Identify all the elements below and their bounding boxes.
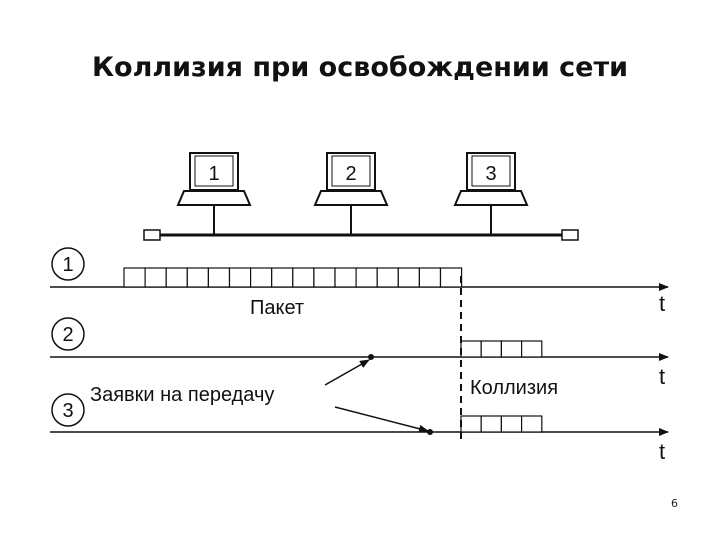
frame-cell: [397, 267, 420, 288]
frame-cell: [376, 267, 399, 288]
timeline-2-badge: [51, 317, 85, 351]
request-dot-3: [427, 429, 433, 435]
collision-frame-3: [460, 415, 543, 433]
frame-cell: [355, 267, 378, 288]
packet-label: Пакет: [250, 297, 304, 319]
time-axis-3-label: t: [659, 439, 665, 464]
frame-cell: [418, 267, 442, 288]
frame-cell: [500, 340, 523, 358]
computer-2-label: 2: [345, 163, 356, 185]
frame-cell: [123, 267, 146, 288]
collision-frame-2: [460, 340, 543, 358]
frame-cell: [500, 415, 523, 433]
computer-1-label: 1: [208, 163, 219, 185]
keyboard-icon: [176, 190, 252, 206]
computer-2: 2: [313, 152, 389, 235]
page-number: 6: [671, 497, 678, 510]
timeline-3-badge: [51, 393, 85, 427]
keyboard-icon: [453, 190, 529, 206]
timeline-2: 2 t: [50, 317, 669, 389]
frame-cell: [144, 267, 167, 288]
frame-cell: [520, 415, 543, 433]
bus-terminator-right: [561, 229, 579, 241]
computer-1: 1: [176, 152, 252, 235]
frame-cell: [207, 267, 231, 288]
frame-cell: [250, 267, 273, 288]
request-arrow-3: [334, 406, 429, 433]
frame-cell: [480, 340, 503, 358]
computer-3-label: 3: [485, 163, 496, 185]
request-dot-2: [368, 354, 374, 360]
time-axis-1-label: t: [659, 291, 665, 316]
time-axis-2-label: t: [659, 364, 665, 389]
timeline-1-label: 1: [62, 254, 73, 276]
frame-cell: [186, 267, 210, 288]
frame-cell: [520, 340, 543, 358]
frame-cell: [480, 415, 503, 433]
request-arrow-2: [324, 359, 370, 386]
requests-label: Заявки на передачу: [90, 384, 274, 406]
packet-frame: [123, 267, 463, 288]
computer-3: 3: [453, 152, 529, 235]
timeline-1: 1 t Пакет: [50, 247, 669, 319]
keyboard-icon: [313, 190, 389, 206]
timeline-1-badge: [51, 247, 85, 281]
frame-cell: [460, 415, 482, 433]
frame-cell: [165, 267, 188, 288]
frame-cell: [292, 267, 315, 288]
slide-title: Коллизия при освобождении сети: [91, 52, 629, 83]
frame-cell: [460, 340, 482, 358]
frame-cell: [439, 267, 463, 288]
frame-cell: [313, 267, 336, 288]
bus-terminator-left: [143, 229, 161, 241]
frame-cell: [228, 267, 252, 288]
timeline-3: 3 t: [50, 393, 669, 464]
timeline-3-label: 3: [62, 400, 73, 422]
frame-cell: [334, 267, 357, 288]
frame-cell: [271, 267, 294, 288]
timeline-2-label: 2: [62, 324, 73, 346]
collision-label: Коллизия: [470, 377, 558, 399]
